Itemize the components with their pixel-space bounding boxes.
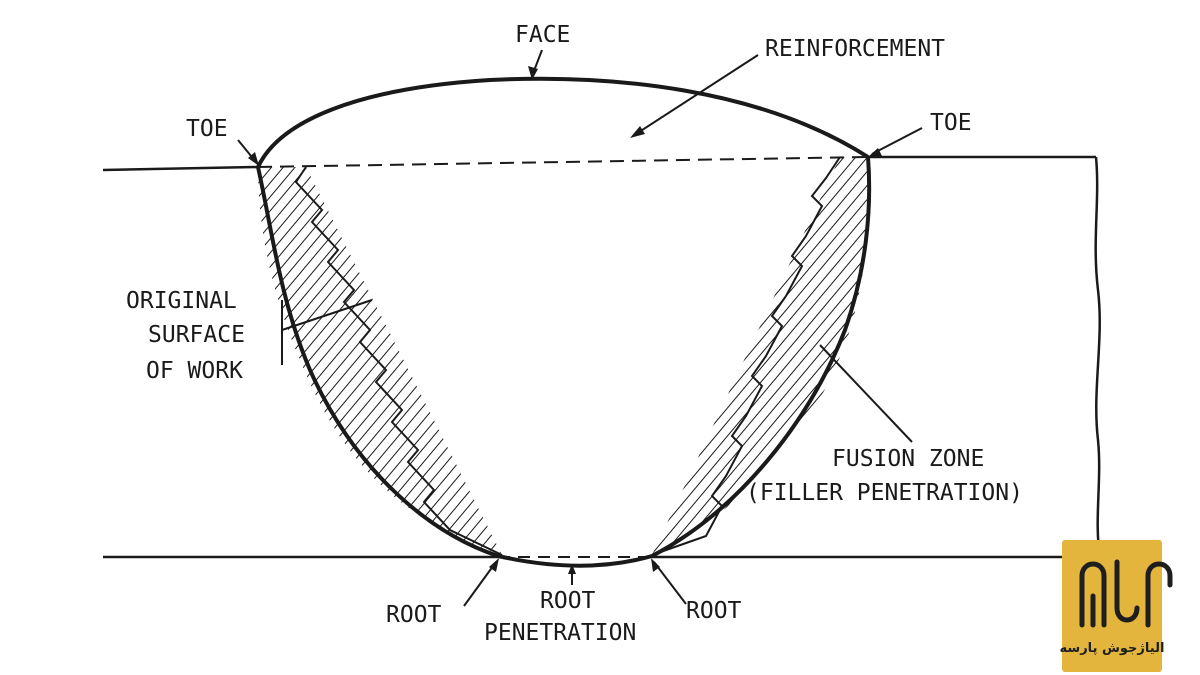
plate-top-left-surface — [102, 165, 259, 172]
reinforcement-arrow — [635, 54, 759, 135]
original-surface-dashed-line — [257, 156, 869, 168]
toe-right-arrow — [871, 127, 923, 155]
label-root-left: ROOT — [386, 602, 442, 628]
root-left-arrowhead — [489, 558, 499, 572]
label-face: FACE — [515, 22, 570, 48]
label-root-penetration-line1: ROOT — [540, 588, 596, 614]
toe-right-arrowhead — [868, 148, 882, 157]
label-original-surface-line1: ORIGINAL — [126, 288, 237, 314]
fusion-boundary-right — [651, 156, 841, 556]
label-reinforcement: REINFORCEMENT — [765, 36, 945, 62]
label-root-penetration-line2: PENETRATION — [484, 620, 636, 646]
root-right-arrowhead — [651, 558, 660, 572]
fusion-boundary-left — [294, 166, 503, 556]
weld-face — [256, 76, 870, 168]
root-right-arrow — [653, 561, 687, 605]
label-toe-left: TOE — [186, 116, 228, 142]
reinforcement-arrowhead — [630, 126, 645, 138]
label-fusion-zone-line1: FUSION ZONE — [832, 446, 984, 472]
logo-text: الیاژجوش پارسه — [1060, 641, 1165, 656]
root-left-arrow — [463, 561, 497, 607]
logo-mark-icon — [1079, 559, 1173, 628]
root-penetration-arrowhead — [568, 564, 576, 574]
label-toe-right: TOE — [930, 110, 972, 136]
label-root-right: ROOT — [686, 598, 742, 624]
plate-broken-edge — [1094, 156, 1102, 558]
fusion-zone-right — [652, 157, 869, 555]
fusion-zone-left — [258, 167, 502, 555]
label-fusion-zone-line2: (FILLER PENETRATION) — [746, 480, 1023, 506]
label-original-surface-line3: OF WORK — [146, 358, 243, 384]
fusion-zone-leader — [819, 344, 913, 443]
original-surface-leader — [281, 299, 373, 331]
logo-background — [1062, 540, 1162, 672]
toe-left-arrowhead — [248, 152, 259, 166]
weld-profile — [256, 156, 872, 568]
label-original-surface-line2: SURFACE — [148, 322, 245, 348]
company-logo: الیاژجوش پارسه — [1060, 540, 1173, 672]
face-arrowhead — [528, 66, 538, 80]
